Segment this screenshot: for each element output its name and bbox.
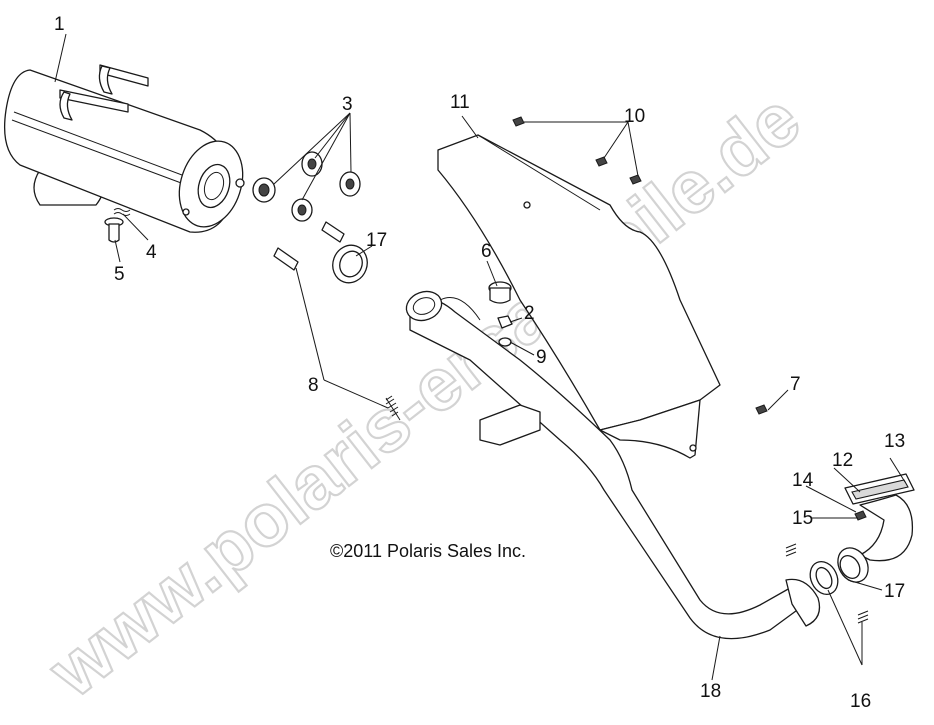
callout-1: 1 [54, 14, 65, 35]
muffler-part [3, 64, 245, 233]
callout-8: 8 [308, 375, 319, 396]
shield-bolt-part [512, 116, 642, 185]
exhaust-spring-part [785, 543, 869, 624]
callout-3: 3 [342, 94, 353, 115]
callout-6: 6 [481, 241, 492, 262]
bolt-7-part [755, 404, 768, 415]
spring-washer-part [113, 208, 131, 216]
callout-5: 5 [114, 264, 125, 285]
nut-part [497, 315, 513, 329]
bolt-part [104, 217, 124, 243]
callout-17-lower: 17 [884, 581, 905, 602]
callout-15: 15 [792, 508, 813, 529]
callout-7: 7 [790, 374, 801, 395]
callout-9: 9 [536, 347, 547, 368]
clip-part [854, 510, 867, 521]
outlet-flange-part [844, 473, 915, 505]
callout-11: 11 [450, 92, 470, 113]
heat-shield-part [437, 134, 721, 459]
washer-part [498, 337, 512, 347]
spacer-part [273, 221, 345, 271]
outlet-pipe-part [837, 494, 914, 583]
callout-2: 2 [524, 303, 535, 324]
callout-12: 12 [832, 450, 853, 471]
callout-10: 10 [624, 106, 645, 127]
copyright-notice: ©2011 Polaris Sales Inc. [330, 541, 526, 561]
gasket-lower-part [809, 560, 839, 596]
stud-part [488, 281, 512, 304]
callout-16: 16 [850, 691, 871, 712]
callout-4: 4 [146, 242, 157, 263]
leader-lines [54, 33, 906, 681]
callout-14: 14 [792, 470, 814, 491]
spring-part [385, 395, 401, 421]
callout-18: 18 [700, 681, 721, 702]
callout-labels: 1 3 4 5 11 10 17 6 2 9 8 7 13 12 14 15 1… [54, 14, 905, 712]
callout-13: 13 [884, 431, 905, 452]
callout-17-upper: 17 [366, 230, 387, 251]
grommet-part [252, 151, 361, 222]
head-pipe-part [405, 290, 821, 640]
